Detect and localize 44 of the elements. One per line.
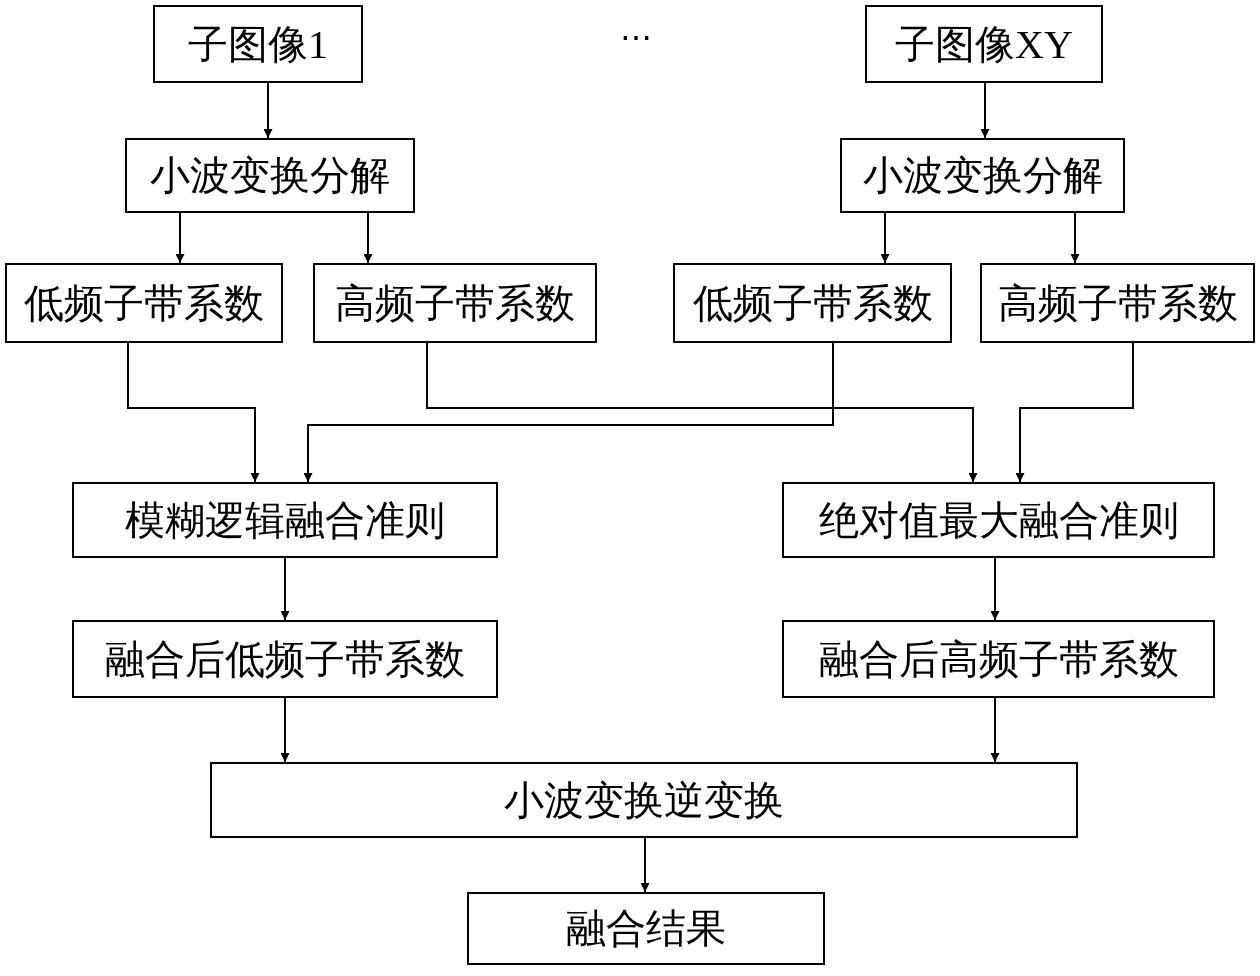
process-box <box>210 762 1078 838</box>
box-label: 子图像1 <box>188 20 328 69</box>
arrow <box>1015 342 1134 483</box>
process-box <box>980 263 1255 343</box>
box-label: 融合结果 <box>566 905 726 953</box>
box-label: 小波变换分解 <box>150 152 390 200</box>
arrow <box>280 697 290 763</box>
process-box <box>72 620 498 698</box>
arrow <box>980 82 990 139</box>
process-box <box>125 138 415 213</box>
box-label: 绝对值最大融合准则 <box>818 496 1179 545</box>
box-label: 低频子带系数 <box>24 279 264 328</box>
arrow <box>263 82 273 139</box>
box-label: 子图像XY <box>895 20 1073 69</box>
arrow <box>880 212 890 264</box>
ellipsis-label: ⋯ <box>620 18 652 56</box>
arrow <box>175 212 185 264</box>
box-label: 低频子带系数 <box>692 279 933 328</box>
arrow <box>1070 212 1080 264</box>
arrow <box>127 342 260 483</box>
arrow <box>990 697 1000 763</box>
box-label: 高频子带系数 <box>335 279 575 328</box>
process-box <box>313 263 597 343</box>
arrow <box>990 557 1000 621</box>
process-box <box>865 5 1103 83</box>
process-box <box>673 263 952 343</box>
arrow <box>363 212 373 264</box>
arrow <box>280 557 290 621</box>
process-box <box>467 892 825 965</box>
box-label: 融合后高频子带系数 <box>818 635 1179 684</box>
process-box <box>5 263 283 343</box>
box-label: 模糊逻辑融合准则 <box>125 496 445 545</box>
box-label: 小波变换逆变换 <box>504 776 784 825</box>
box-label: 融合后低频子带系数 <box>105 635 465 684</box>
arrow <box>640 837 650 893</box>
arrow <box>426 342 978 483</box>
process-box <box>72 482 498 558</box>
box-label: 小波变换分解 <box>862 152 1103 200</box>
process-box <box>782 482 1215 558</box>
box-label: 高频子带系数 <box>997 279 1238 328</box>
arrow <box>303 342 834 483</box>
process-box <box>782 620 1215 698</box>
process-box <box>153 5 363 83</box>
process-box <box>840 138 1125 213</box>
